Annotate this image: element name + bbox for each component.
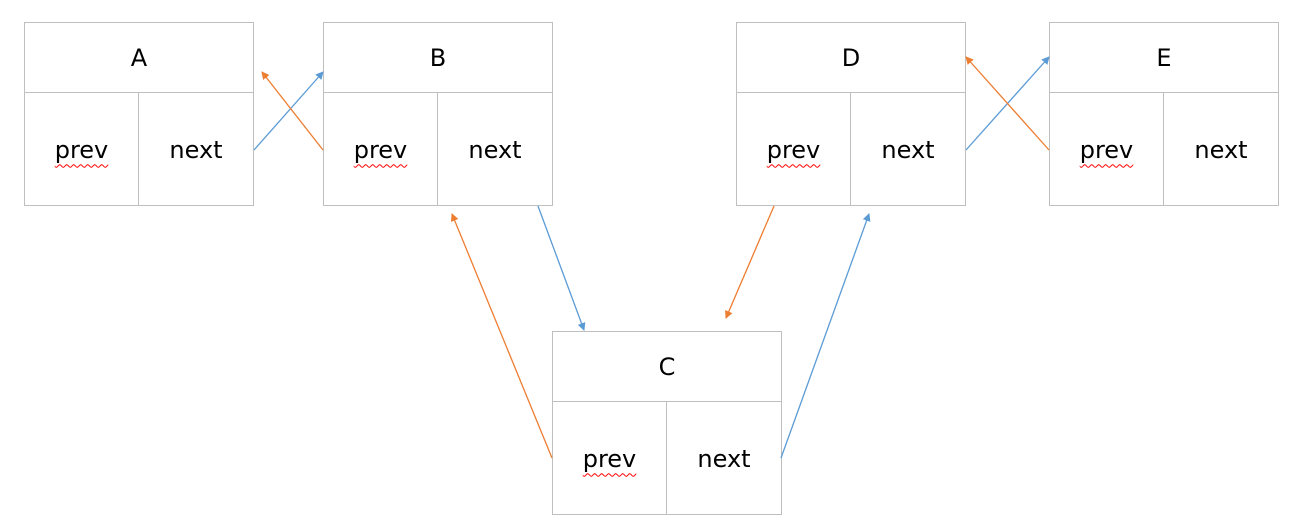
node-e: E prev next: [1049, 22, 1279, 206]
node-a: A prev next: [24, 22, 254, 206]
node-e-next-label: next: [1194, 135, 1248, 164]
node-d-next-label: next: [881, 135, 935, 164]
node-c-prev-label: prev: [582, 444, 637, 473]
arrow-b-next-to-c: [537, 205, 586, 331]
node-b-prev-field: prev: [324, 93, 438, 206]
node-c-prev-field: prev: [553, 402, 667, 515]
node-d-prev-label: prev: [766, 135, 821, 164]
node-e-next-field: next: [1164, 93, 1278, 206]
node-e-prev-label: prev: [1079, 135, 1134, 164]
arrow-e-prev-to-d: [965, 56, 1050, 151]
node-a-title: A: [25, 23, 253, 93]
arrow-c-prev-to-b: [450, 213, 553, 459]
node-c-next-label: next: [697, 444, 751, 473]
node-e-prev-field: prev: [1050, 93, 1164, 206]
node-b: B prev next: [323, 22, 553, 206]
node-a-next-label: next: [169, 135, 223, 164]
node-a-prev-label: prev: [54, 135, 109, 164]
node-c-title: C: [553, 332, 781, 402]
node-d-next-field: next: [851, 93, 965, 206]
arrow-a-next-to-b: [253, 71, 324, 151]
node-a-next-field: next: [139, 93, 253, 206]
arrow-d-prev-to-c: [725, 205, 775, 319]
node-b-title: B: [324, 23, 552, 93]
node-b-next-field: next: [438, 93, 552, 206]
node-d-title: D: [737, 23, 965, 93]
arrow-b-prev-to-a: [261, 71, 324, 151]
node-c: C prev next: [552, 331, 782, 515]
node-e-title: E: [1050, 23, 1278, 93]
node-d-prev-field: prev: [737, 93, 851, 206]
node-b-prev-label: prev: [353, 135, 408, 164]
node-b-next-label: next: [468, 135, 522, 164]
node-d: D prev next: [736, 22, 966, 206]
arrow-d-next-to-e: [965, 56, 1050, 151]
node-c-next-field: next: [667, 402, 781, 515]
node-a-prev-field: prev: [25, 93, 139, 206]
arrow-c-next-to-d: [780, 213, 871, 459]
